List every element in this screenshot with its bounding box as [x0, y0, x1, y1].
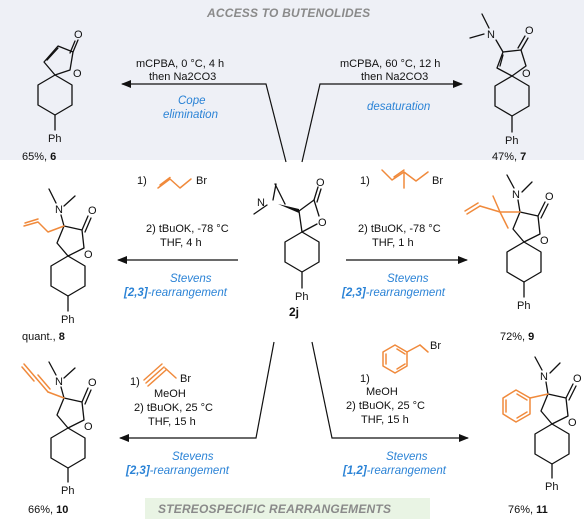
conditions-mid-left: 1) Br 2) tBuOK, -78 °C THF, 4 h Stevens … — [123, 175, 229, 299]
label-2j: 2j — [289, 305, 299, 319]
yield-11: 76%, 11 — [508, 504, 548, 516]
atom-n-2j: N — [257, 197, 265, 209]
conditions-mid-right: 1) Br 2) tBuOK, -78 °C THF, 1 h Stevens … — [341, 169, 446, 299]
step1b-bot-left: MeOH — [154, 388, 186, 400]
label-rearr-mid-right: [2,3]-rearrangement — [341, 287, 446, 299]
step3-bot-right: THF, 15 h — [361, 414, 409, 426]
atom-ph-9: Ph — [517, 300, 530, 312]
atom-o-ring-10: O — [84, 421, 93, 433]
yield-10: 66%, 10 — [28, 504, 68, 516]
atom-n-8: N — [55, 204, 63, 216]
atom-o-ring-9: O — [540, 235, 549, 247]
cond-top-right-1: mCPBA, 60 °C, 12 h — [340, 58, 440, 70]
conditions-bot-left: 1) Br MeOH 2) tBuOK, 25 °C THF, 15 h Ste… — [125, 363, 230, 477]
arrow-top-left — [121, 80, 287, 163]
atom-n-7: N — [487, 29, 495, 41]
header-access-to-butenolides: ACCESS TO BUTENOLIDES — [207, 6, 371, 20]
atom-n-10: N — [55, 376, 63, 388]
step3-bot-left: THF, 15 h — [148, 416, 196, 428]
atom-ph-6: Ph — [48, 133, 61, 145]
br-bot-left: Br — [180, 373, 191, 385]
conditions-bot-right: 1) Br MeOH 2) tBuOK, 25 °C THF, 15 h Ste… — [342, 340, 447, 477]
label-desaturation: desaturation — [367, 101, 430, 113]
atom-ph-11: Ph — [545, 481, 558, 493]
step1-mid-right: 1) — [360, 175, 370, 187]
atom-o-carbonyl-7: O — [525, 25, 534, 37]
atom-ph-10: Ph — [61, 485, 74, 497]
atom-ph-2j: Ph — [295, 291, 308, 303]
molecule-10: N O O Ph — [21, 361, 97, 497]
yield-8: quant., 8 — [22, 331, 65, 343]
atom-o-ring-8: O — [84, 249, 93, 261]
cond-top-right-2: then Na2CO3 — [361, 71, 428, 83]
yield-9: 72%, 9 — [500, 331, 534, 343]
br-mid-right: Br — [432, 175, 443, 187]
atom-o-carbonyl-11: O — [573, 373, 582, 385]
label-stevens-mid-right: Stevens — [387, 273, 429, 285]
label-cope: Cope — [178, 95, 206, 107]
arrow-bot-right — [311, 341, 469, 442]
label-elimination: elimination — [163, 109, 218, 121]
molecule-8: N O O Ph — [23, 188, 97, 326]
atom-o-ring-2j: O — [318, 217, 327, 229]
label-rearr-bot-left: [2,3]-rearrangement — [125, 465, 230, 477]
header-stereospecific-rearrangements: STEREOSPECIFIC REARRANGEMENTS — [158, 502, 392, 516]
atom-o-carbonyl-8: O — [88, 205, 97, 217]
bottom-panel — [145, 498, 430, 519]
label-stevens-mid-left: Stevens — [170, 273, 212, 285]
step2-mid-left: 2) tBuOK, -78 °C — [146, 223, 229, 235]
arrow-bot-left — [119, 341, 275, 442]
label-rearr-mid-left: [2,3]-rearrangement — [123, 287, 228, 299]
step3-mid-right: THF, 1 h — [372, 237, 414, 249]
atom-o-carbonyl-2j: O — [316, 177, 325, 189]
br-bot-right: Br — [430, 340, 441, 352]
step1-bot-left: 1) — [130, 376, 140, 388]
arrow-top-right — [301, 80, 463, 163]
atom-o-ring-7: O — [522, 68, 531, 80]
atom-o-carbonyl-6: O — [74, 29, 83, 41]
molecule-7: N O O Ph — [469, 13, 534, 147]
label-stevens-bot-right: Stevens — [386, 451, 428, 463]
top-panel — [0, 0, 584, 160]
cond-top-left-1: mCPBA, 0 °C, 4 h — [136, 58, 224, 70]
atom-o-carbonyl-9: O — [545, 191, 554, 203]
atom-ph-8: Ph — [61, 314, 74, 326]
molecule-2j: N O O Ph 2j — [253, 177, 327, 319]
yield-7: 47%, 7 — [492, 151, 526, 163]
step1-mid-left: 1) — [137, 175, 147, 187]
label-stevens-bot-left: Stevens — [172, 451, 214, 463]
br-mid-left: Br — [196, 175, 207, 187]
conditions-top-right: mCPBA, 60 °C, 12 h then Na2CO3 desaturat… — [340, 58, 440, 113]
conditions-top-left: mCPBA, 0 °C, 4 h then Na2CO3 Cope elimin… — [136, 58, 224, 121]
step2-bot-left: 2) tBuOK, 25 °C — [134, 402, 213, 414]
cond-top-left-2: then Na2CO3 — [149, 71, 216, 83]
molecule-9: N O O Ph — [464, 174, 554, 312]
step1b-bot-right: MeOH — [366, 386, 398, 398]
step2-mid-right: 2) tBuOK, -78 °C — [358, 223, 441, 235]
step3-mid-left: THF, 4 h — [160, 237, 202, 249]
step2-bot-right: 2) tBuOK, 25 °C — [346, 400, 425, 412]
atom-o-ring-11: O — [568, 417, 577, 429]
atom-ph-7: Ph — [505, 135, 518, 147]
yield-6: 65%, 6 — [22, 151, 56, 163]
atom-o-carbonyl-10: O — [88, 377, 97, 389]
atom-n-9: N — [512, 189, 520, 201]
molecule-11: N O O Ph — [502, 356, 582, 493]
atom-n-11: N — [540, 371, 548, 383]
step1-bot-right: 1) — [360, 373, 370, 385]
label-rearr-bot-right: [1,2]-rearrangement — [342, 465, 447, 477]
molecule-6: O O Ph — [37, 29, 83, 145]
atom-o-ring-6: O — [73, 68, 82, 80]
